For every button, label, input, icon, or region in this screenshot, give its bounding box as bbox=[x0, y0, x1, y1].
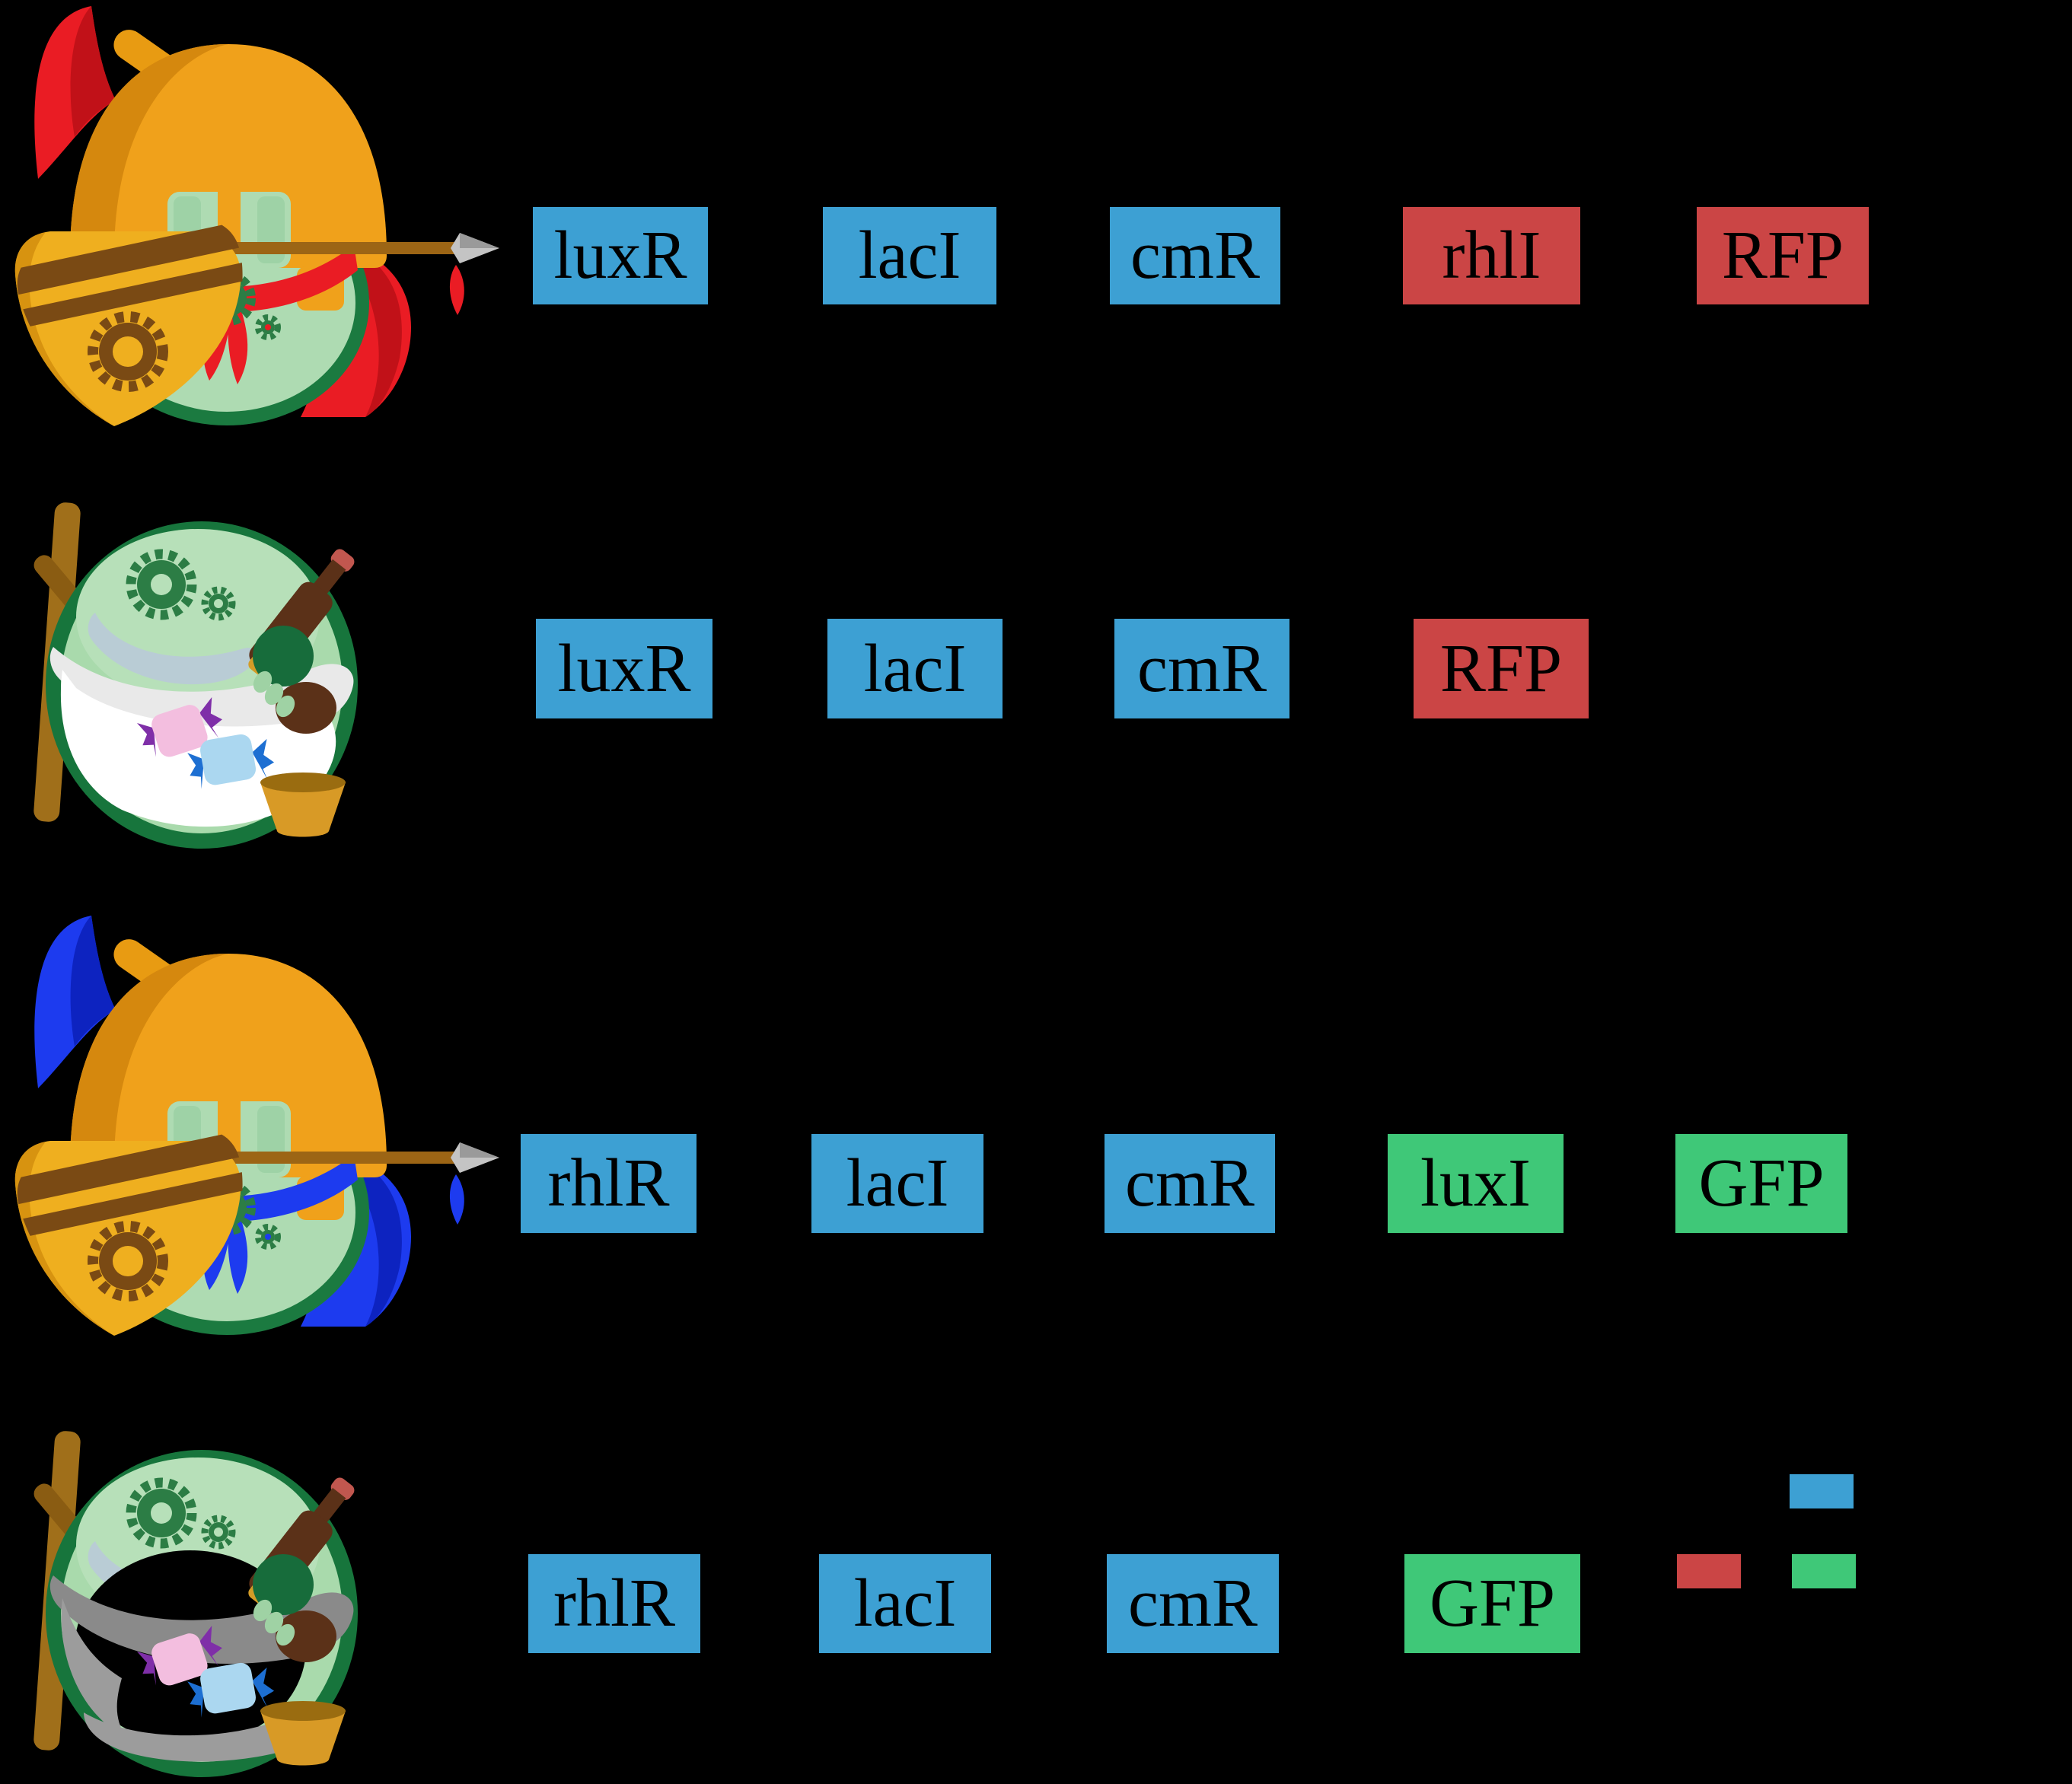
gene-box-GFP-row3: GFP bbox=[1675, 1134, 1847, 1233]
gear-icon bbox=[126, 1477, 236, 1550]
collar-crescent bbox=[88, 613, 257, 685]
gene-box-lacI-row3: lacI bbox=[811, 1134, 983, 1233]
gene-box-lacI-row4: lacI bbox=[819, 1554, 991, 1653]
candy-blue-icon bbox=[187, 734, 275, 789]
gene-box-rhlR-row3: rhlR bbox=[521, 1134, 697, 1233]
gene-box-rhlI-row1: rhlI bbox=[1403, 207, 1580, 304]
candy-pink-icon bbox=[136, 1626, 222, 1686]
shield-gear-icon bbox=[88, 311, 168, 392]
shield bbox=[10, 218, 264, 426]
gene-box-cmR-row2: cmR bbox=[1114, 619, 1289, 718]
gene-box-RFP-row2: RFP bbox=[1414, 619, 1589, 718]
hand bbox=[253, 1554, 314, 1646]
friar-gray-illustration bbox=[33, 1431, 358, 1777]
legend-swatch-blue bbox=[1790, 1474, 1854, 1508]
candy-pink-icon bbox=[136, 697, 222, 757]
gene-box-luxR-row2: luxR bbox=[536, 619, 712, 718]
gene-box-cmR-row4: cmR bbox=[1107, 1554, 1279, 1653]
roman-soldier-blue-illustration bbox=[10, 916, 499, 1336]
candy-blue-icon bbox=[187, 1662, 275, 1718]
gene-box-cmR-row3: cmR bbox=[1105, 1134, 1275, 1233]
plume-icon bbox=[34, 6, 116, 179]
bowl-icon bbox=[260, 1701, 346, 1766]
gene-box-lacI-row1: lacI bbox=[823, 207, 996, 304]
hand bbox=[253, 626, 314, 718]
gene-box-luxR-row1: luxR bbox=[533, 207, 708, 304]
mascot-friar-gray bbox=[0, 1385, 381, 1781]
gene-box-RFP-row1: RFP bbox=[1697, 207, 1869, 304]
legend-swatch-green bbox=[1792, 1554, 1856, 1588]
gene-box-cmR-row1: cmR bbox=[1110, 207, 1280, 304]
friar-white-illustration bbox=[33, 502, 358, 849]
gear-icon bbox=[126, 549, 236, 621]
legend-swatch-red bbox=[1677, 1554, 1741, 1588]
gene-box-lacI-row2: lacI bbox=[827, 619, 1003, 718]
gene-box-rhlR-row4: rhlR bbox=[528, 1554, 700, 1653]
shield-gear-icon bbox=[88, 1221, 168, 1301]
roman-soldier-red-illustration bbox=[10, 6, 499, 426]
mascot-friar-white bbox=[0, 457, 381, 852]
mascot-roman-soldier-blue bbox=[0, 910, 518, 1336]
gene-box-GFP-row4: GFP bbox=[1404, 1554, 1580, 1653]
mascot-roman-soldier-red bbox=[0, 0, 518, 426]
gene-box-luxI-row3: luxI bbox=[1388, 1134, 1564, 1233]
shield bbox=[10, 1128, 264, 1336]
bowl-icon bbox=[260, 773, 346, 837]
plume-icon bbox=[34, 916, 116, 1088]
